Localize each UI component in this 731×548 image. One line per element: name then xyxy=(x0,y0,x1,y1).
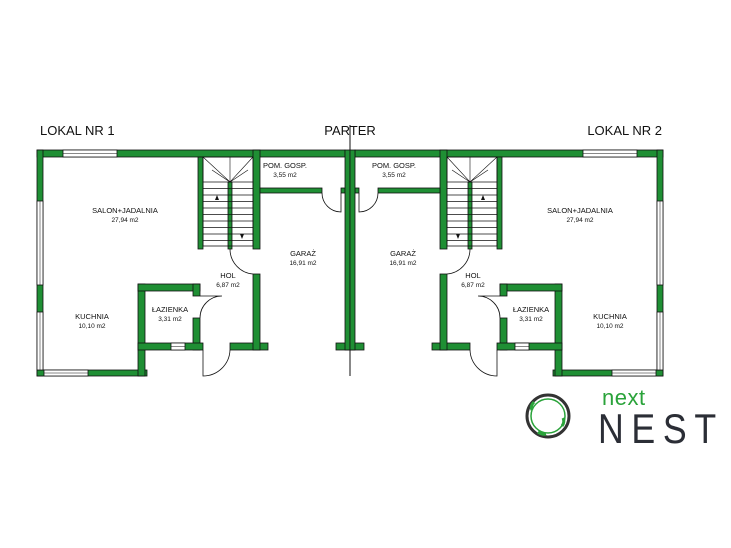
wall xyxy=(192,283,201,297)
room-name: POM. GOSP. xyxy=(371,161,417,170)
room-area: 16,91 m2 xyxy=(389,260,417,267)
unit-1-plan xyxy=(36,149,351,377)
unit-2-room-lazienka: ŁAZIENKA 3,31 m2 xyxy=(513,305,549,324)
wall xyxy=(259,187,323,194)
bathroom-door xyxy=(477,295,501,319)
wall xyxy=(252,273,261,351)
wall xyxy=(137,283,201,292)
wall xyxy=(137,283,146,377)
wall xyxy=(499,283,563,292)
room-name: SALON+JADALNIA xyxy=(92,206,158,215)
room-area: 27,94 m2 xyxy=(566,217,594,224)
storage-door xyxy=(358,192,379,213)
hall-door xyxy=(446,248,471,275)
room-area: 3,55 m2 xyxy=(382,172,406,179)
unit-1-room-garaz: GARAŻ 16,91 m2 xyxy=(289,249,316,268)
unit-2-room-hol: HOL 6,87 m2 xyxy=(461,271,485,290)
entrance-door xyxy=(469,349,498,377)
wall xyxy=(354,187,360,194)
room-name: HOL xyxy=(465,271,481,280)
storage-door xyxy=(321,192,342,213)
entrance-door xyxy=(202,349,231,377)
wall xyxy=(340,187,346,194)
room-name: KUCHNIA xyxy=(593,312,627,321)
room-name: ŁAZIENKA xyxy=(512,305,550,314)
unit-1-room-hol: HOL 6,87 m2 xyxy=(216,271,240,290)
room-area: 3,55 m2 xyxy=(273,172,297,179)
wall xyxy=(197,156,204,250)
unit-1-room-salon: SALON+JADALNIA 27,94 m2 xyxy=(92,206,158,225)
room-name: SALON+JADALNIA xyxy=(547,206,613,215)
unit-1-room-pom-gosp: POM. GOSP. 3,55 m2 xyxy=(263,161,307,180)
unit-2-title: LOKAL NR 2 xyxy=(587,123,662,138)
wall xyxy=(431,342,471,351)
unit-2-room-garaz: GARAŻ 16,91 m2 xyxy=(389,249,416,268)
room-area: 6,87 m2 xyxy=(216,282,240,289)
bathroom-door xyxy=(199,295,223,319)
wall xyxy=(252,149,261,250)
room-name: ŁAZIENKA xyxy=(151,305,189,314)
unit-2-plan xyxy=(349,149,664,377)
wall xyxy=(554,283,563,377)
logo-text-next: next xyxy=(602,385,646,410)
room-area: 6,87 m2 xyxy=(461,282,485,289)
wall xyxy=(229,342,269,351)
room-area: 3,31 m2 xyxy=(519,316,543,323)
room-name: HOL xyxy=(220,271,236,280)
wall xyxy=(496,342,563,351)
room-area: 3,31 m2 xyxy=(158,316,182,323)
unit-2-room-kuchnia: KUCHNIA 10,10 m2 xyxy=(593,312,627,331)
unit-2-room-pom-gosp: POM. GOSP. 3,55 m2 xyxy=(372,161,416,180)
wall xyxy=(439,273,448,351)
unit-2-room-salon: SALON+JADALNIA 27,94 m2 xyxy=(547,206,613,225)
hall-door xyxy=(229,248,254,275)
unit-1-room-lazienka: ŁAZIENKA 3,31 m2 xyxy=(152,305,188,324)
room-area: 16,91 m2 xyxy=(289,260,317,267)
room-name: POM. GOSP. xyxy=(262,161,308,170)
stair-landing xyxy=(446,156,498,183)
wall xyxy=(499,283,508,297)
logo-ring-icon xyxy=(525,393,571,439)
unit-1-room-kuchnia: KUCHNIA 10,10 m2 xyxy=(75,312,109,331)
stair-arrow-icon xyxy=(456,195,485,239)
room-area: 10,10 m2 xyxy=(78,323,106,330)
room-area: 27,94 m2 xyxy=(111,217,139,224)
wall xyxy=(227,181,233,250)
room-name: KUCHNIA xyxy=(75,312,109,321)
wall xyxy=(137,342,204,351)
wall xyxy=(552,369,664,377)
stair-arrow-icon xyxy=(215,195,244,239)
floor-title: PARTER xyxy=(324,123,376,138)
unit-1-title: LOKAL NR 1 xyxy=(40,123,115,138)
wall xyxy=(344,149,351,351)
wall xyxy=(377,187,441,194)
wall xyxy=(349,149,356,351)
wall xyxy=(496,156,503,250)
room-name: GARAŻ xyxy=(390,249,416,258)
wall xyxy=(467,181,473,250)
wall xyxy=(36,369,148,377)
room-area: 10,10 m2 xyxy=(596,323,624,330)
logo-text-nest: NEST xyxy=(598,405,724,452)
room-name: GARAŻ xyxy=(290,249,316,258)
wall xyxy=(439,149,448,250)
stair-landing xyxy=(202,156,254,183)
